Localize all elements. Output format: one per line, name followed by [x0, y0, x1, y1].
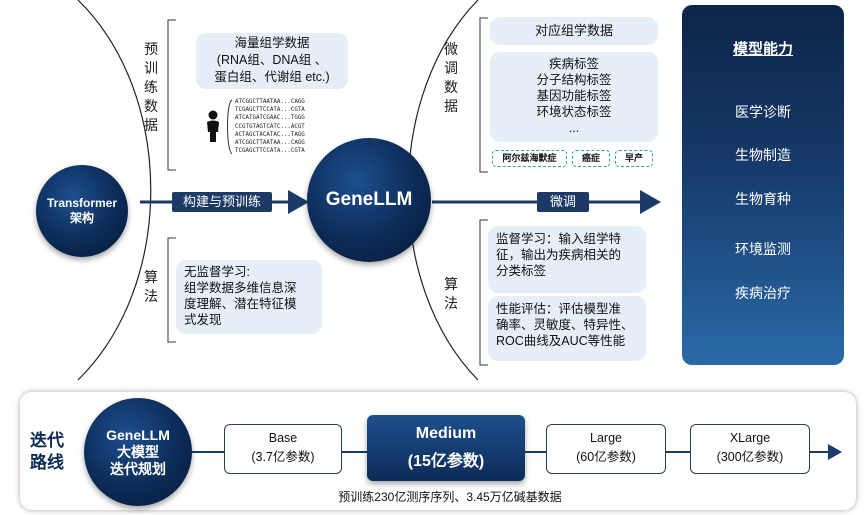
roadmap-circle: GeneLLM 大模型 迭代规划: [84, 398, 192, 506]
model-xlarge-name: XLarge: [729, 431, 771, 445]
model-large: Large (60亿参数): [546, 424, 666, 474]
right-algo-label: 算法: [444, 276, 458, 311]
model-medium: Medium (15亿参数): [367, 415, 525, 481]
model-large-name: Large: [590, 431, 622, 445]
model-base: Base (3.7亿参数): [224, 424, 342, 474]
tag-cancer: 癌症: [572, 150, 610, 167]
capability-breeding: 生物育种: [735, 191, 791, 207]
capabilities-panel: 模型能力 医学诊断 生物制造 生物育种 环境监测 疾病治疗: [682, 5, 844, 365]
pretrain-data-label: 预训练数据: [144, 41, 158, 133]
model-xlarge: XLarge (300亿参数): [690, 424, 810, 474]
model-medium-name: Medium: [415, 425, 477, 442]
omics-data-box: 海量组学数据 (RNA组、DNA组 、 蛋白组、代谢组 etc.): [196, 33, 348, 89]
omics-title-box: 对应组学数据: [490, 17, 658, 45]
left-algo-label: 算法: [144, 269, 158, 304]
person-icon: [207, 110, 219, 142]
capability-diagnosis: 医学诊断: [735, 104, 791, 120]
left-arc: [77, 0, 152, 381]
capabilities-title: 模型能力: [732, 41, 793, 58]
capability-biomanufacturing: 生物制造: [735, 147, 791, 163]
labels-box: 疾病标签 分子结构标签 基因功能标签 环境状态标签 ...: [490, 52, 658, 142]
model-large-params: (60亿参数): [576, 450, 636, 464]
model-xlarge-params: (300亿参数): [716, 450, 784, 464]
roadmap-note: 预训练230亿测序序列、3.45万亿碱基数据: [338, 490, 562, 504]
finetune-label: 微调: [537, 192, 589, 212]
model-base-name: Base: [268, 431, 298, 445]
unsupervised-box: 无监督学习: 组学数据多维信息深 度理解、潜在特征模 式发现: [176, 260, 322, 334]
supervised-box: 监督学习：输入组学特 征，输出为疾病相关的 分类标签: [488, 226, 646, 293]
capability-treatment: 疾病治疗: [735, 285, 791, 301]
model-medium-params: (15亿参数): [407, 453, 485, 470]
roadmap-label: 迭代 路线: [30, 431, 64, 472]
capability-environment: 环境监测: [735, 241, 791, 257]
tag-alzheimer: 阿尔兹海默症: [492, 150, 567, 167]
tag-preterm: 早产: [615, 150, 653, 167]
finetune-data-label: 微调数据: [444, 41, 458, 114]
model-base-params: (3.7亿参数): [251, 450, 315, 464]
build-pretrain-label: 构建与预训练: [172, 192, 272, 212]
transformer-circle: Transformer 架构: [36, 165, 128, 257]
genellm-circle: GeneLLM: [307, 138, 431, 262]
evaluation-box: 性能评估：评估模型准 确率、灵敏度、特异性、 ROC曲线及AUC等性能: [488, 296, 646, 361]
